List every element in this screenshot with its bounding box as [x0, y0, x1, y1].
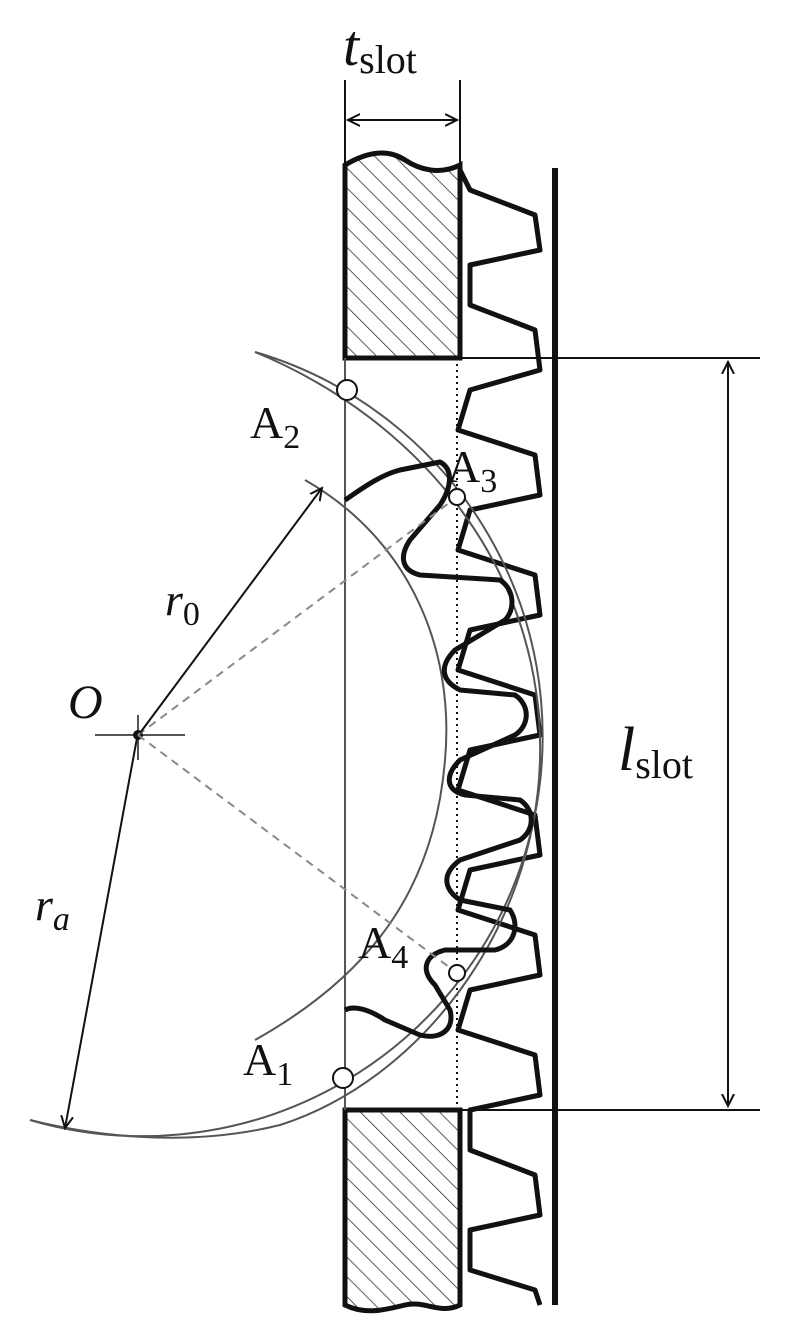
r0-label-main: r [165, 574, 184, 625]
ra-label-sub: a [53, 901, 70, 938]
l-slot-label-main: l [618, 716, 635, 784]
svg-text:A1: A1 [243, 1034, 293, 1093]
A3-label-main: A [447, 441, 480, 492]
rack-teeth [455, 168, 543, 1306]
slot-width-dimension [344, 80, 461, 165]
ra-label-main: r [35, 879, 54, 930]
addendum-circle-arc-right [29, 351, 542, 1139]
A4-label-main: A [358, 917, 391, 968]
point-A2 [336, 379, 358, 401]
r0-radius-arrow [139, 488, 322, 734]
svg-text:A4: A4 [358, 917, 408, 976]
svg-text:r0: r0 [165, 574, 200, 633]
pitch-circle-arc [254, 479, 448, 1041]
dashed-line-to-A3 [137, 496, 458, 736]
O-label: O [68, 676, 103, 729]
point-A3 [448, 488, 466, 506]
A3-label-sub: 3 [480, 463, 497, 500]
upper-wall-section [342, 150, 463, 361]
A2-label-sub: 2 [283, 419, 300, 456]
l-slot-label-sub: slot [635, 742, 693, 787]
point-A1 [332, 1067, 354, 1089]
svg-text:lslot: lslot [618, 716, 693, 787]
dashed-line-to-A4 [137, 734, 458, 974]
svg-text:A2: A2 [250, 397, 300, 456]
point-A4 [448, 964, 466, 982]
gear-teeth [343, 459, 534, 1039]
A2-label-main: A [250, 397, 283, 448]
t-slot-label-main: t [343, 13, 361, 78]
t-slot-label-sub: slot [359, 37, 417, 82]
ra-radius-arrow [65, 737, 138, 1128]
lower-wall-section [342, 1107, 463, 1314]
svg-text:tslot: tslot [343, 13, 417, 82]
svg-text:ra: ra [35, 879, 70, 938]
svg-text:A3: A3 [447, 441, 497, 500]
A1-label-sub: 1 [276, 1056, 293, 1093]
A4-label-sub: 4 [391, 939, 408, 976]
A1-label-main: A [243, 1034, 276, 1085]
r0-label-sub: 0 [183, 596, 200, 633]
